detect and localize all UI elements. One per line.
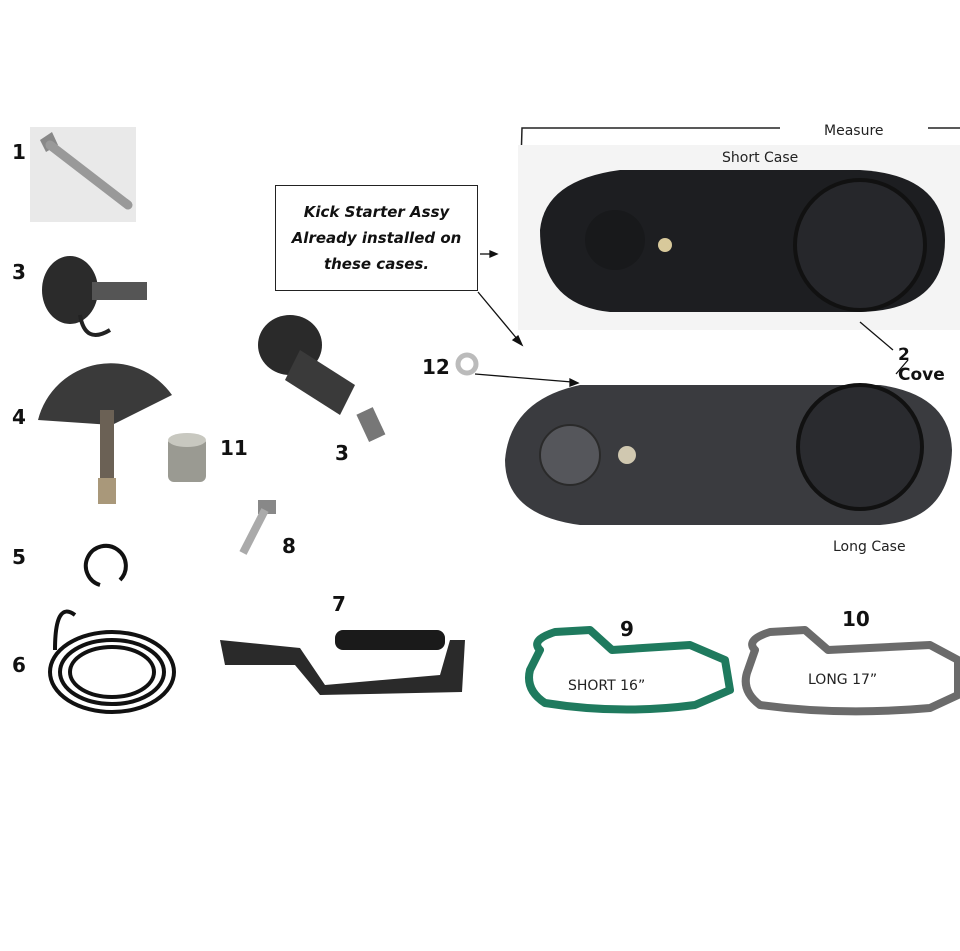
part-number-5: 5 — [12, 545, 26, 569]
kick-pinion-3 — [42, 256, 147, 337]
gasket-long-10 — [741, 626, 960, 716]
part-number-6: 6 — [12, 653, 26, 677]
kick-starter-note: Kick Starter Assy Already installed on t… — [275, 185, 478, 291]
circlip-5 — [83, 543, 128, 587]
kick-gear-4 — [38, 363, 172, 504]
part-number-10: 10 — [842, 607, 870, 631]
starter-bendix-3 — [258, 315, 386, 442]
part-number-12: 12 — [422, 355, 450, 379]
gasket-short-9 — [525, 626, 734, 714]
short-case — [540, 170, 945, 312]
washer-12 — [455, 352, 479, 376]
note-line-1: Kick Starter Assy — [303, 203, 450, 221]
part-number-4: 4 — [12, 405, 26, 429]
leader-lines — [474, 250, 909, 387]
part-number-3-bendix: 3 — [335, 441, 349, 465]
part-number-9: 9 — [620, 617, 634, 641]
bushing-11 — [168, 433, 206, 482]
measure-label: Measure — [820, 123, 888, 139]
long-case-label: Long Case — [833, 539, 906, 555]
part-number-8: 8 — [282, 534, 296, 558]
spring-6 — [48, 609, 176, 714]
part-number-3-kick-pinion: 3 — [12, 260, 26, 284]
note-line-2: Already installed on — [291, 229, 462, 247]
bolt-1 — [40, 132, 133, 210]
kick-lever-7 — [220, 630, 465, 695]
short-case-label: Short Case — [722, 150, 799, 166]
note-line-3: these cases. — [323, 255, 430, 273]
gasket-long-label: LONG 17” — [808, 672, 878, 688]
long-case — [505, 383, 952, 525]
part-number-1: 1 — [12, 140, 26, 164]
bolt-8 — [239, 500, 276, 555]
part-number-2-covers: 2 Cove — [898, 345, 945, 385]
gasket-short-label: SHORT 16” — [568, 678, 646, 694]
part-number-11: 11 — [220, 436, 248, 460]
part-number-7: 7 — [332, 592, 346, 616]
